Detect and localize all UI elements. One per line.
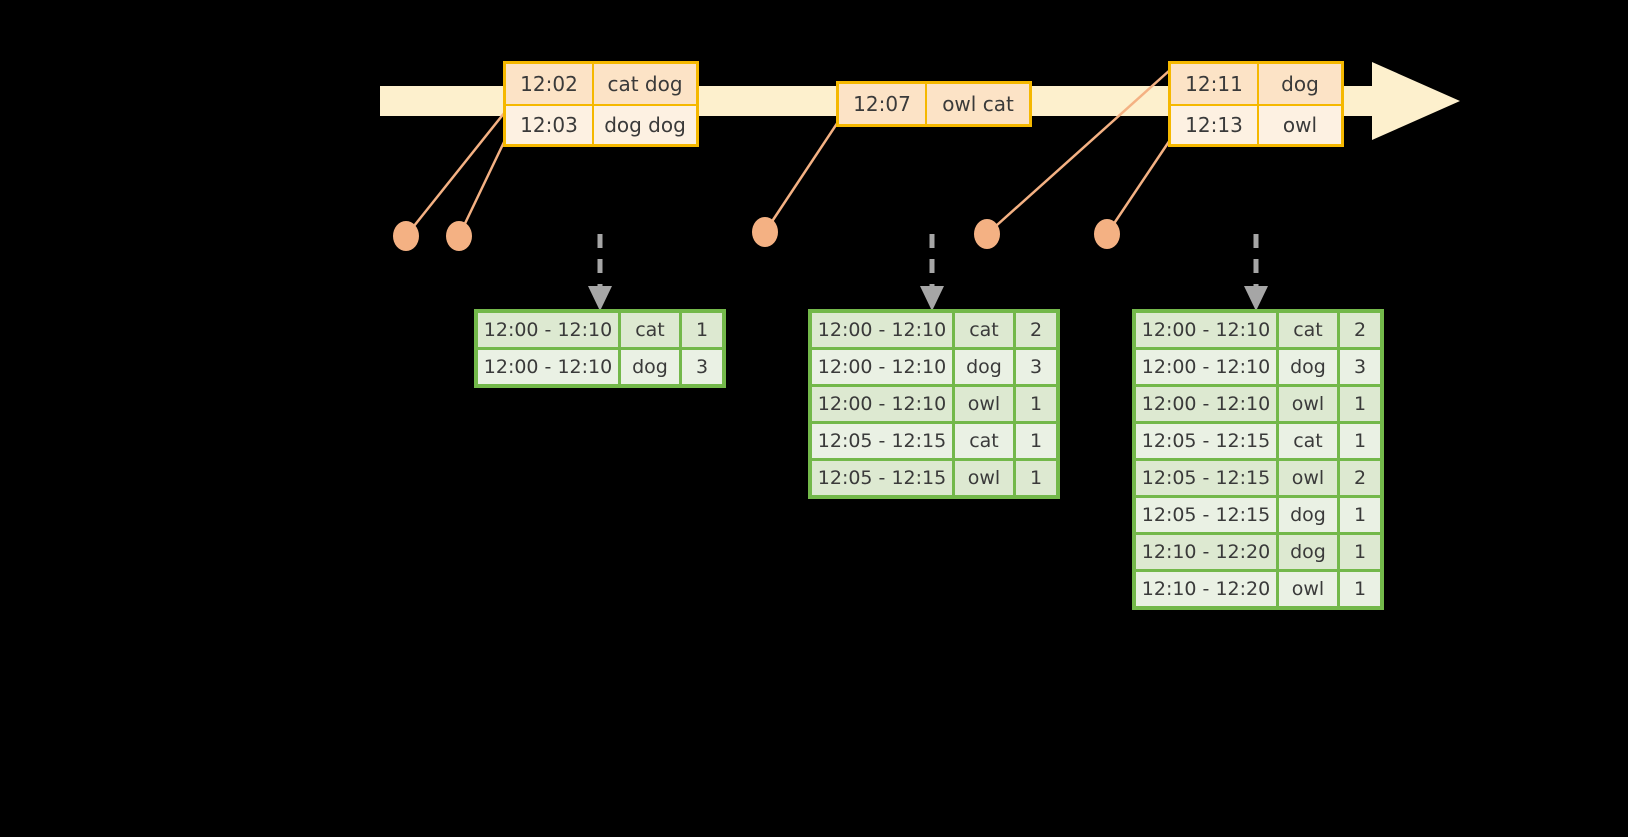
cell-window: 12:00 - 12:10 [812,313,952,347]
cell-window: 12:05 - 12:15 [1136,498,1276,532]
cell-word: dog [1279,498,1337,532]
cell-word: cat [1279,424,1337,458]
event-time: 12:11 [1171,64,1259,104]
event-row[interactable]: 12:11 dog [1171,64,1341,104]
cell-count: 1 [1340,424,1380,458]
cell-word: owl [1279,572,1337,606]
cell-count: 1 [1340,387,1380,421]
event-group-3[interactable]: 12:11 dog 12:13 owl [1168,61,1344,147]
cell-window: 12:05 - 12:15 [812,424,952,458]
cell-count: 1 [1016,461,1056,495]
cell-count: 1 [1016,424,1056,458]
cell-word: cat [955,313,1013,347]
event-words: owl [1259,106,1341,144]
cell-word: dog [1279,350,1337,384]
cell-word: dog [955,350,1013,384]
cell-window: 12:00 - 12:10 [812,350,952,384]
cell-count: 3 [682,350,722,384]
event-dot-3 [752,217,778,247]
event-dot-4 [974,219,1000,249]
cell-window: 12:05 - 12:15 [1136,424,1276,458]
cell-window: 12:00 - 12:10 [478,313,618,347]
cell-count: 2 [1016,313,1056,347]
event-time: 12:07 [839,84,927,124]
cell-word: dog [1279,535,1337,569]
cell-word: owl [1279,387,1337,421]
event-dot-5 [1094,219,1120,249]
cell-window: 12:05 - 12:15 [812,461,952,495]
event-words: cat dog [594,64,696,104]
cell-window: 12:05 - 12:15 [1136,461,1276,495]
event-dot-1 [393,221,419,251]
cell-count: 1 [682,313,722,347]
cell-window: 12:00 - 12:10 [1136,313,1276,347]
event-row[interactable]: 12:07 owl cat [839,84,1029,124]
cell-word: cat [621,313,679,347]
cell-count: 2 [1340,461,1380,495]
emit-arrow-1 [588,234,612,311]
cell-count: 1 [1016,387,1056,421]
cell-window: 12:00 - 12:10 [478,350,618,384]
cell-word: owl [955,461,1013,495]
cell-window: 12:00 - 12:10 [1136,350,1276,384]
cell-window: 12:00 - 12:10 [1136,387,1276,421]
emit-arrow-3 [1244,234,1268,311]
cell-count: 3 [1016,350,1056,384]
event-row[interactable]: 12:13 owl [1171,104,1341,144]
cell-word: owl [1279,461,1337,495]
emit-arrow-2 [920,234,944,311]
event-row[interactable]: 12:02 cat dog [506,64,696,104]
event-dot-2 [446,221,472,251]
event-words: dog [1259,64,1341,104]
emit-arrows [588,234,1268,311]
cell-window: 12:10 - 12:20 [1136,572,1276,606]
cell-count: 1 [1340,535,1380,569]
cell-window: 12:00 - 12:10 [812,387,952,421]
cell-count: 1 [1340,498,1380,532]
event-words: owl cat [927,84,1029,124]
event-time: 12:03 [506,106,594,144]
cell-word: dog [621,350,679,384]
event-row[interactable]: 12:03 dog dog [506,104,696,144]
event-words: dog dog [594,106,696,144]
cell-count: 1 [1340,572,1380,606]
event-time: 12:13 [1171,106,1259,144]
cell-word: owl [955,387,1013,421]
cell-count: 2 [1340,313,1380,347]
event-time: 12:02 [506,64,594,104]
cell-word: cat [955,424,1013,458]
cell-count: 3 [1340,350,1380,384]
cell-window: 12:10 - 12:20 [1136,535,1276,569]
cell-word: cat [1279,313,1337,347]
event-group-1[interactable]: 12:02 cat dog 12:03 dog dog [503,61,699,147]
event-dots [393,217,1120,251]
event-group-2[interactable]: 12:07 owl cat [836,81,1032,127]
